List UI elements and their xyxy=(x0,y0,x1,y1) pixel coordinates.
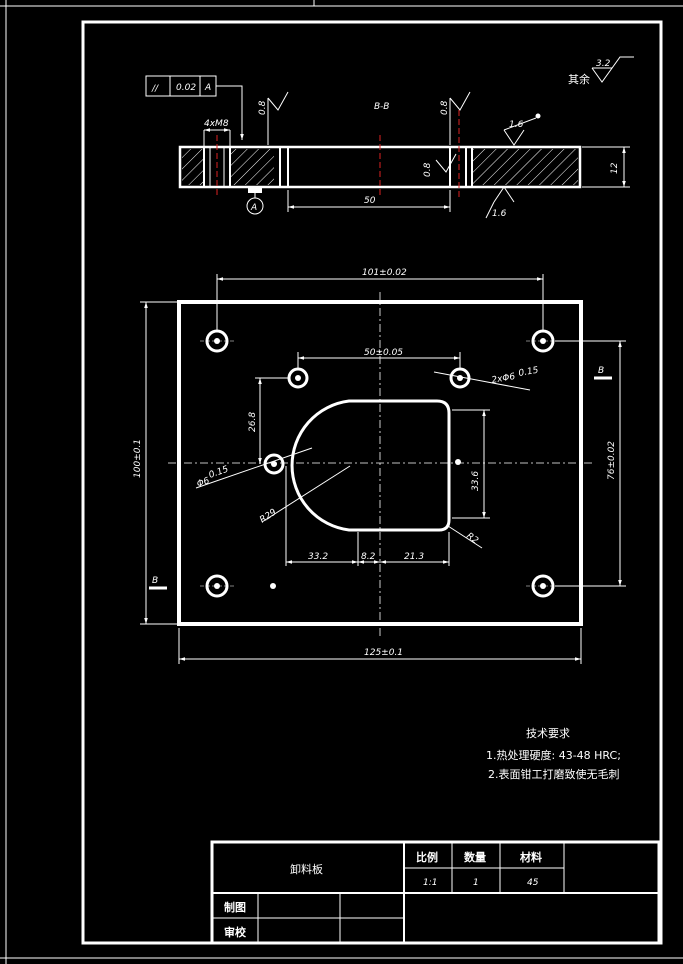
hatch-region xyxy=(230,149,274,185)
hole-note: 4xM8 xyxy=(204,119,229,129)
flatness-value: 0.02 xyxy=(176,83,196,93)
dim-50-plan: 50±0.05 xyxy=(364,348,403,358)
roughness-symbol: 0.8 xyxy=(258,91,289,145)
roughness-symbol: 1.6 xyxy=(503,113,541,146)
hatch-region xyxy=(472,149,578,185)
quantity-label: 数量 xyxy=(464,850,486,864)
dim-21-3: 21.3 xyxy=(404,552,424,562)
tech-title: 技术要求 xyxy=(526,727,570,740)
central-cutout xyxy=(290,399,451,532)
flatness-frame: // 0.02 A xyxy=(145,75,244,140)
roughness-symbol: 1.6 xyxy=(485,186,515,219)
datum-ref: A xyxy=(204,83,211,93)
part-name: 卸料板 xyxy=(290,862,323,876)
dim-12: 12 xyxy=(610,162,620,174)
tech-item-1: 1.热处理硬度: 43-48 HRC; xyxy=(486,748,621,762)
dim-2x-hole: 2xΦ6 xyxy=(491,372,517,386)
material-label: 材料 xyxy=(520,850,542,864)
svg-text:0.8: 0.8 xyxy=(423,162,433,177)
dim-33-6: 33.6 xyxy=(471,471,481,491)
roughness-symbol: 0.8 xyxy=(423,153,457,177)
scale-label: 比例 xyxy=(416,850,438,864)
checked-label: 审校 xyxy=(224,925,247,939)
dim-125: 125±0.1 xyxy=(364,648,403,658)
general-roughness-value: 3.2 xyxy=(596,59,611,69)
dim-8-2: 8.2 xyxy=(361,552,376,562)
dim-50: 50 xyxy=(364,196,376,206)
dim-r29: R29 xyxy=(258,507,279,525)
section-mark-left: B xyxy=(152,576,158,586)
plan-view: 101±0.02 50±0.05 2xΦ6 0.15 100±0.1 76±0.… xyxy=(133,268,626,664)
drawn-label: 制图 xyxy=(224,900,246,914)
section-mark-right: B xyxy=(598,366,604,376)
dim-101: 101±0.02 xyxy=(362,268,407,278)
roughness-symbol: 0.8 xyxy=(440,91,471,145)
dim-hole-left: Φ6 xyxy=(196,476,212,490)
pin-hole xyxy=(449,367,471,389)
scale-value: 1:1 xyxy=(423,878,437,888)
dim-100: 100±0.1 xyxy=(133,439,143,478)
tech-requirements: 技术要求 1.热处理硬度: 43-48 HRC; 2.表面钳工打磨致使无毛刺 xyxy=(486,727,621,781)
material-value: 45 xyxy=(527,878,539,888)
hatch-region xyxy=(182,149,204,185)
dim-26-8: 26.8 xyxy=(248,412,258,432)
general-roughness-label: 其余 xyxy=(568,72,590,86)
section-title: B-B xyxy=(374,102,389,112)
section-view: // 0.02 A 4xM8 0.8 B-B 0.8 0.8 xyxy=(145,75,630,219)
dim-hole-left-tol: 0.15 xyxy=(208,464,231,480)
dim-76: 76±0.02 xyxy=(607,441,617,480)
datum-label: A xyxy=(250,203,257,213)
flatness-symbol: // xyxy=(151,84,159,94)
quantity-value: 1 xyxy=(473,878,479,888)
tech-item-2: 2.表面钳工打磨致使无毛刺 xyxy=(488,767,620,781)
svg-text:1.6: 1.6 xyxy=(492,209,507,219)
title-block: 卸料板 比例 数量 材料 1:1 1 45 制图 审校 xyxy=(210,840,661,945)
general-roughness: 其余 3.2 xyxy=(568,56,634,86)
svg-text:0.8: 0.8 xyxy=(440,100,450,115)
svg-text:0.8: 0.8 xyxy=(258,100,268,115)
dim-33-2: 33.2 xyxy=(308,552,328,562)
svg-text:1.6: 1.6 xyxy=(509,120,524,130)
dim-r2: R2 xyxy=(464,531,480,546)
dim-2x-hole-tol: 0.15 xyxy=(518,366,540,379)
